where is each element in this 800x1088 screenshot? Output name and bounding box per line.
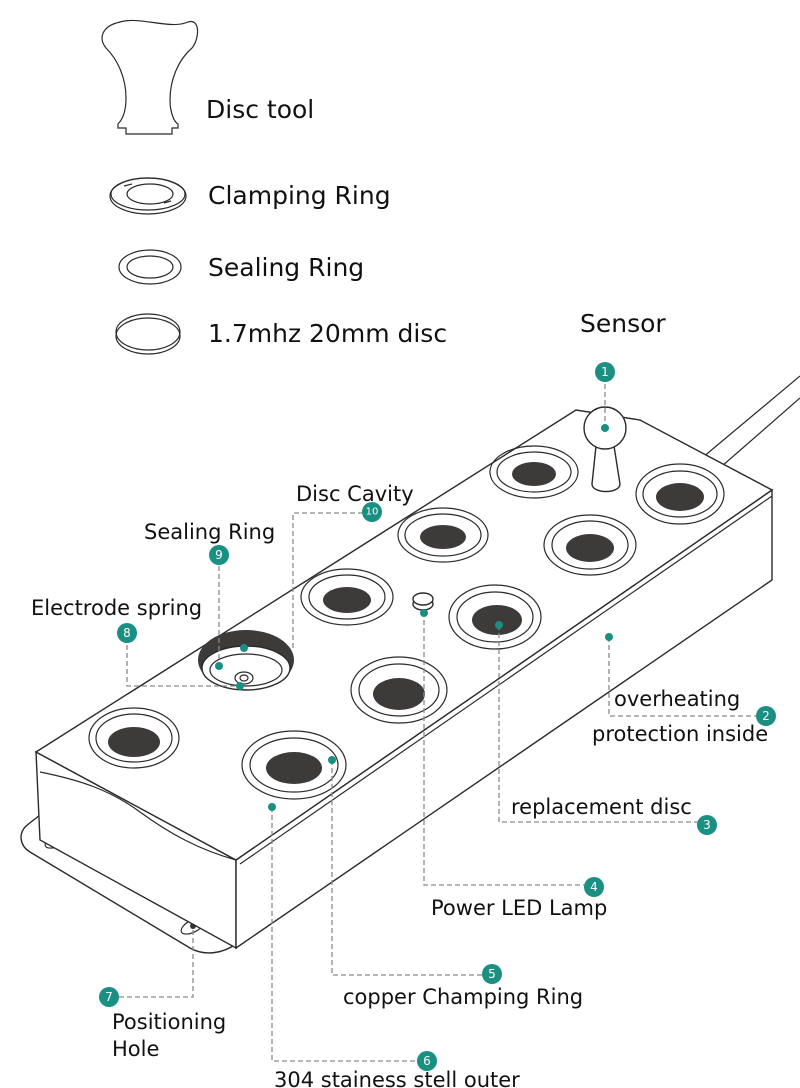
callout-number: 10 xyxy=(366,507,379,518)
sealing-ring-icon xyxy=(118,249,182,285)
disc-cavity xyxy=(350,656,448,724)
callout-7: 7 Positioning Hole xyxy=(99,987,226,1061)
callout-label: copper Champing Ring xyxy=(343,985,583,1009)
legend-label-sealing-ring: Sealing Ring xyxy=(208,253,364,282)
leader-lines xyxy=(118,384,758,1062)
device-body xyxy=(20,375,800,954)
legend-label-clamping-ring: Clamping Ring xyxy=(208,181,391,210)
disc-tool-icon xyxy=(101,19,199,135)
callout-label: overheating xyxy=(614,687,740,711)
open-disc-cavity xyxy=(198,630,294,691)
device-top-face xyxy=(34,409,774,861)
legend-clamping-ring: Clamping Ring xyxy=(109,177,391,215)
callout-number: 3 xyxy=(703,818,711,832)
legend-sealing-ring: Sealing Ring xyxy=(118,249,364,285)
callout-10: 10 Disc Cavity xyxy=(296,482,414,522)
callout-label: 304 stainess stell outer xyxy=(274,1068,520,1088)
disc-cavity xyxy=(397,507,489,563)
callout-6: 6 304 stainess stell outer xyxy=(274,1051,520,1088)
callout-label: Hole xyxy=(112,1037,159,1061)
sensor-title: Sensor xyxy=(580,309,666,338)
callout-number: 4 xyxy=(590,880,598,894)
callout-label: Electrode spring xyxy=(31,596,202,620)
legend-label-disc: 1.7mhz 20mm disc xyxy=(208,319,447,348)
callout-number: 5 xyxy=(488,967,496,981)
disc-cavity xyxy=(241,730,347,800)
callout-3: 3 replacement disc xyxy=(511,795,717,835)
callout-label: Positioning xyxy=(112,1010,226,1034)
disc-cavity xyxy=(448,584,542,650)
power-led-lamp xyxy=(412,592,434,611)
callout-number: 9 xyxy=(215,548,223,562)
callout-9: 9 Sealing Ring xyxy=(144,520,275,565)
callout-label: Sealing Ring xyxy=(144,520,275,544)
disc-cavity xyxy=(88,707,180,769)
anchor-dots xyxy=(215,424,613,811)
legend-disc: 1.7mhz 20mm disc xyxy=(115,313,447,355)
callout-5: 5 copper Champing Ring xyxy=(343,964,583,1009)
callout-label: Disc Cavity xyxy=(296,482,414,506)
callout-number: 1 xyxy=(601,365,609,379)
callout-8: 8 Electrode spring xyxy=(31,596,202,643)
callout-label: replacement disc xyxy=(511,795,692,819)
disc-cavity xyxy=(543,514,637,576)
disc-cavity xyxy=(489,445,579,499)
callout-1: 1 xyxy=(595,362,615,382)
callout-4: 4 Power LED Lamp xyxy=(431,877,607,920)
callout-label: protection inside xyxy=(592,722,768,746)
callout-label: Power LED Lamp xyxy=(431,896,607,920)
callout-number: 8 xyxy=(123,626,131,640)
callout-number: 2 xyxy=(762,709,770,723)
legend-disc-tool: Disc tool xyxy=(101,19,314,135)
clamping-ring-icon xyxy=(109,177,187,215)
legend-label-disc-tool: Disc tool xyxy=(206,95,314,124)
disc-cavity xyxy=(300,568,394,626)
callout-number: 6 xyxy=(423,1054,431,1068)
callout-2: 2 overheating protection inside xyxy=(592,687,776,746)
disc-cavity xyxy=(635,463,725,525)
disc-icon xyxy=(115,313,181,355)
disc-cavities xyxy=(88,445,725,800)
callout-number: 7 xyxy=(105,990,113,1004)
